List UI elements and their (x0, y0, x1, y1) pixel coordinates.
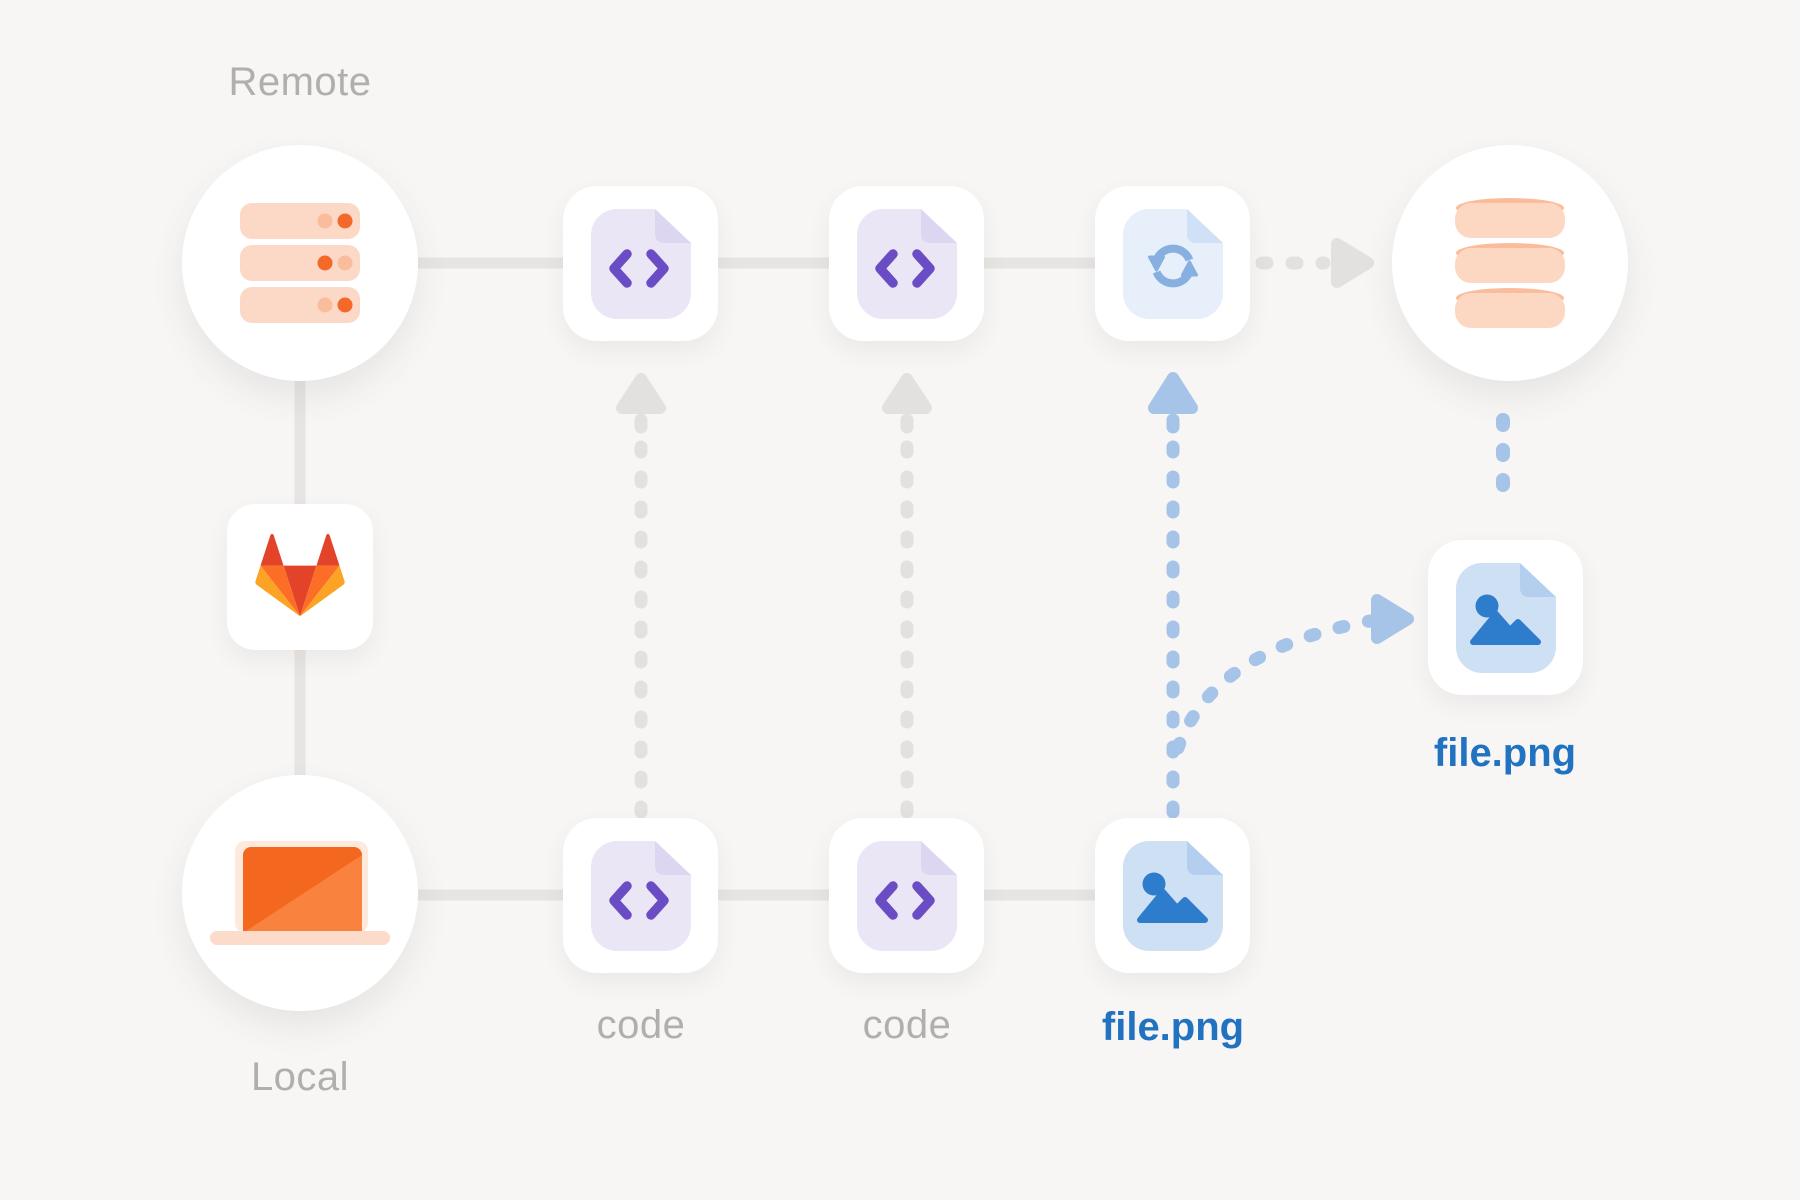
code-file-icon (590, 840, 691, 951)
local-file-png-label: file.png (1101, 1005, 1245, 1049)
local-code-file-node (563, 818, 718, 973)
image-file-icon (1455, 562, 1556, 673)
blue-arrowhead-up-icon (1148, 372, 1198, 414)
server-icon (240, 203, 360, 323)
gitlab-node (227, 504, 373, 650)
gray-arrowhead-up-icon (882, 373, 932, 414)
lfs-pointer-file-node (1095, 186, 1250, 341)
sync-file-icon (1122, 208, 1223, 319)
local-label: Local (250, 1055, 350, 1099)
code-file-icon (856, 840, 957, 951)
image-file-icon (1122, 840, 1223, 951)
code-file-icon (590, 208, 691, 319)
code-file-label: code (596, 1003, 686, 1047)
solid-connector-lines (294, 257, 1173, 901)
stored-image-file-node (1428, 540, 1583, 695)
blue-dashed-arrows (1148, 372, 1510, 821)
local-laptop-node (182, 775, 418, 1011)
gray-dashed-up-arrows (616, 238, 1374, 820)
remote-code-file-node (563, 186, 718, 341)
lfs-storage-node (1392, 145, 1628, 381)
code-file-label: code (862, 1003, 952, 1047)
remote-server-node (182, 145, 418, 381)
code-file-icon (856, 208, 957, 319)
blue-arrowhead-right-icon (1371, 594, 1414, 644)
gray-arrowhead-right-icon (1331, 238, 1374, 288)
gray-arrowhead-up-icon (616, 373, 666, 414)
stored-file-png-label: file.png (1433, 731, 1577, 775)
database-icon (1455, 198, 1565, 328)
remote-code-file-node (829, 186, 984, 341)
laptop-icon (210, 841, 390, 945)
local-image-file-node (1095, 818, 1250, 973)
gitlab-logo-icon (255, 534, 345, 617)
local-code-file-node (829, 818, 984, 973)
remote-label: Remote (228, 60, 372, 104)
